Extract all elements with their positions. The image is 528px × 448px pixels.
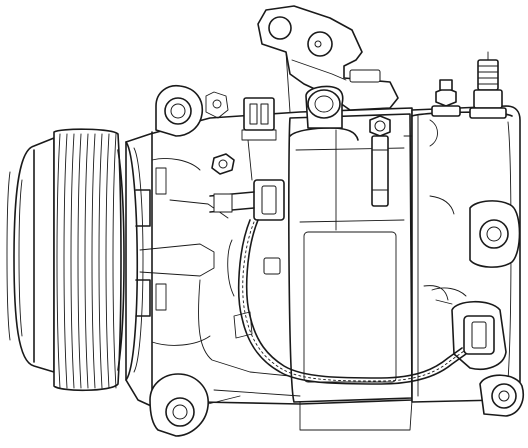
side-port xyxy=(469,200,521,268)
center-housing xyxy=(288,113,413,403)
electrical-connector-top xyxy=(241,97,277,181)
lower-mounting-ear xyxy=(149,373,241,437)
bolt-left-small xyxy=(211,153,235,175)
oil-cap xyxy=(305,85,344,129)
hex-bolt-center xyxy=(369,115,391,207)
upper-mounting-ear xyxy=(155,84,204,137)
switch-connector xyxy=(431,287,507,370)
sensor-plug xyxy=(209,179,285,221)
service-valve-right xyxy=(469,51,507,119)
service-valve-left xyxy=(431,79,461,117)
detail-lines xyxy=(205,91,455,431)
wire-harness xyxy=(237,219,467,385)
pulley xyxy=(6,128,125,392)
top-mounting-bracket xyxy=(257,5,399,113)
lower-right-ear xyxy=(479,374,524,417)
